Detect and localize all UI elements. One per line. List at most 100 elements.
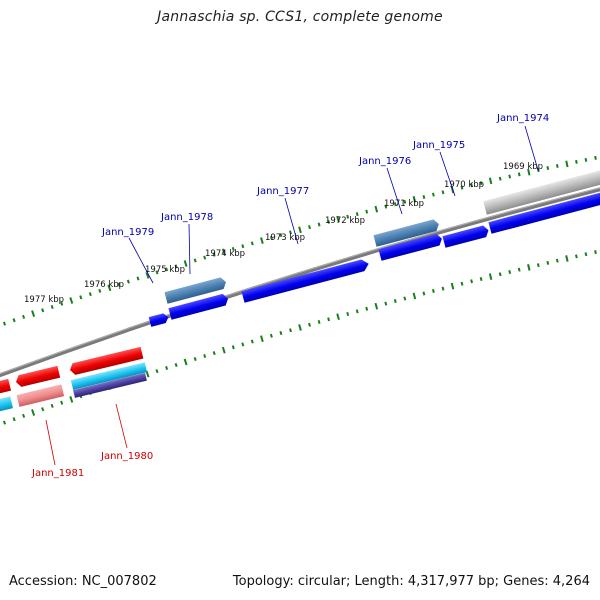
gene-label-jann-1975[interactable]: Jann_1975 (412, 140, 465, 151)
scale-tick (384, 204, 388, 209)
gene-arrow[interactable] (148, 312, 170, 327)
scale-tick (317, 319, 321, 325)
scale-tick (41, 407, 45, 412)
gene-label-jann-1974[interactable]: Jann_1974 (496, 113, 549, 124)
scale-tick (555, 164, 559, 168)
scale-tick (546, 260, 550, 265)
scale-tick (594, 250, 597, 255)
gene-label-jann-1979[interactable]: Jann_1979 (101, 227, 154, 238)
gene-arrow[interactable] (442, 224, 490, 248)
gene-arrow[interactable] (0, 396, 13, 412)
scale-tick (289, 230, 292, 235)
scale-tick-major (69, 297, 74, 304)
gene-arrow[interactable] (164, 276, 227, 304)
scale-tick (536, 263, 540, 268)
scale-label-1973: 1973 kbp (265, 233, 305, 243)
scale-tick (393, 202, 397, 207)
scale-tick-major (412, 292, 417, 300)
scale-tick (2, 420, 7, 425)
scale-tick (136, 276, 140, 281)
scale-tick (584, 157, 588, 162)
scale-tick (212, 351, 216, 356)
scale-track-inner (2, 250, 597, 425)
scale-tick (269, 333, 273, 338)
scale-tick (269, 235, 273, 240)
scale-tick-major (336, 215, 340, 223)
map-title: Jannaschia sp. CCS1, complete genome (157, 9, 443, 25)
gene-label-jann-1978[interactable]: Jann_1978 (160, 212, 213, 223)
gene-arrow[interactable] (168, 293, 229, 320)
gene-arrow[interactable] (73, 372, 147, 398)
gene-arrow[interactable] (70, 362, 148, 390)
scale-tick (98, 288, 102, 293)
gene-arrow[interactable] (488, 192, 600, 234)
scale-tick (155, 369, 159, 374)
scale-tick-major (221, 346, 226, 354)
scale-tick (12, 417, 16, 422)
scale-tick (431, 289, 435, 293)
scale-tick (441, 190, 445, 195)
accession-text: Accession: NC_007802 (9, 574, 157, 589)
scale-tick-major (298, 324, 302, 331)
scale-tick (393, 299, 397, 303)
scale-tick (517, 267, 521, 272)
scale-tick (60, 400, 64, 405)
scale-tick (384, 301, 388, 306)
scale-tick (546, 166, 550, 170)
scale-tick (250, 241, 254, 246)
gene-label-jann-1980[interactable]: Jann_1980 (100, 451, 153, 462)
scale-tick (422, 291, 426, 296)
scale-tick (431, 192, 435, 197)
scale-tick (203, 255, 207, 260)
scale-tick-major (412, 195, 417, 203)
genome-backbone-highlight (0, 187, 600, 375)
forward-strand-genes (148, 169, 600, 327)
scale-tick (575, 159, 578, 164)
gene-label-jann-1981[interactable]: Jann_1981 (31, 468, 84, 479)
scale-tick-major (565, 160, 569, 168)
scale-tick (50, 304, 54, 310)
scale-tick (22, 413, 26, 418)
scale-tick-major (107, 284, 112, 292)
scale-tick (460, 185, 464, 190)
scale-tick (517, 172, 521, 177)
scale-tick (231, 345, 235, 350)
gene-arrow[interactable] (0, 378, 12, 394)
gene-arrow[interactable] (69, 346, 144, 376)
gene-arrow[interactable] (378, 233, 443, 261)
scale-tick (12, 318, 16, 323)
genome-backbone (0, 187, 600, 378)
pseudogene-bar[interactable] (483, 169, 600, 215)
scale-tick (508, 270, 512, 274)
gene-label-jann-1977[interactable]: Jann_1977 (256, 186, 309, 197)
scale-tick (279, 233, 283, 238)
scale-tick-major (450, 282, 455, 290)
scale-tick (193, 258, 197, 263)
gene-arrow[interactable] (16, 384, 65, 407)
gene-arrow[interactable] (241, 258, 370, 303)
scale-tick-major (374, 205, 379, 213)
gene-label-jann-1976[interactable]: Jann_1976 (358, 156, 411, 167)
scale-labels: 1969 kbp 1970 kbp 1971 kbp 1972 kbp 1973… (24, 162, 543, 305)
scale-tick (508, 174, 512, 179)
scale-tick-major (488, 273, 493, 280)
scale-label-1975: 1975 kbp (145, 265, 185, 275)
scale-tick-major (145, 370, 150, 378)
scale-tick (22, 314, 26, 319)
scale-tick-major (31, 409, 36, 416)
gene-arrow[interactable] (373, 218, 440, 247)
scale-tick (165, 365, 169, 371)
scale-tick (584, 252, 588, 257)
scale-tick-major (183, 260, 188, 267)
scale-tick (479, 181, 483, 186)
scale-tick-major (260, 335, 264, 343)
scale-tick (126, 279, 130, 284)
scale-tick (250, 339, 254, 344)
scale-label-1971: 1971 kbp (384, 199, 424, 209)
scale-tick (575, 254, 578, 259)
scale-label-1972: 1972 kbp (325, 216, 365, 226)
gene-arrow[interactable] (15, 365, 61, 388)
scale-tick (403, 296, 407, 301)
scale-tick-major (221, 248, 226, 256)
